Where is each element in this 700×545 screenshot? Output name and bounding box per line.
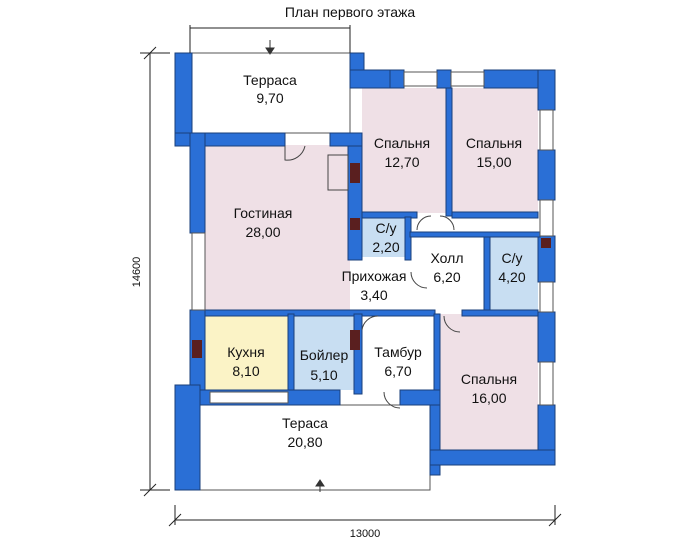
plan-title: План первого этажа [284,4,416,20]
door-arc [410,271,428,289]
window [539,199,554,237]
kitchen-fill [205,314,291,390]
room-area: 28,00 [245,224,280,240]
wall-segment [451,211,539,219]
vent-icon [350,218,360,230]
door-arc [443,315,461,333]
wall-segment [174,52,193,134]
terrace-bottom-fill [189,404,431,491]
terrace-top-fill [189,52,351,134]
boiler-fill [294,314,354,390]
room-name: Тамбур [374,344,422,360]
wall-segment [436,69,452,89]
dimension-lines [140,25,562,527]
room-name: Спальня [466,135,522,151]
width-dimension: 13000 [350,528,381,540]
wall-segment [329,132,363,147]
door-arc [284,145,306,161]
wall-segment [174,384,201,491]
room-area: 9,70 [256,90,283,106]
room-area: 4,20 [498,269,525,285]
room-area: 5,10 [310,367,337,383]
wall-segment [404,216,412,261]
entry-fill [350,260,410,310]
wall-segment [189,132,206,234]
room-area: 6,20 [433,269,460,285]
wall-segment [461,309,539,317]
room-area: 6,70 [384,363,411,379]
door-arc [383,391,401,409]
wall-segment [429,404,441,476]
room-name: Спальня [461,371,517,387]
wall-segment [389,69,405,89]
wall-segment [537,311,556,363]
window [539,281,554,313]
wall-segment [409,231,541,238]
room-name: С/у [502,250,523,266]
door-arc [416,215,432,231]
window [403,71,438,87]
vent-icon [541,238,551,248]
bedroom2-fill [451,88,538,213]
room-area: 8,10 [232,363,259,379]
window [539,109,554,151]
wall-segment [445,87,453,217]
window [539,361,554,406]
wall-segment [483,231,491,311]
vent-icon [192,340,202,358]
wall-segment [361,211,418,219]
room-area: 20,80 [287,434,322,450]
room-name: Спальня [374,135,430,151]
room-name: Холл [431,250,464,266]
room-area: 15,00 [476,154,511,170]
room-labels: Терраса 9,70 Гостиная 28,00 Спальня 12,7… [227,72,526,450]
wall-segment [429,449,556,466]
room-area: 12,70 [384,154,419,170]
bedroom3-fill [437,314,538,450]
door-arc [361,315,379,331]
wall-segment [537,69,556,111]
room-area: 16,00 [471,390,506,406]
wc2-fill [488,236,538,310]
room-name: Кухня [227,344,264,360]
vestibule-fill [362,314,434,390]
wall-segment [537,404,556,451]
window [450,71,485,87]
bedroom1-fill [362,88,447,213]
living-room-fill [205,145,350,310]
hall-fill [411,234,486,310]
wall-segment [399,389,441,406]
room-name: Гостиная [234,205,293,221]
wc1-fill [362,217,407,257]
room-area: 2,20 [372,239,399,255]
window [191,232,206,311]
room-name: Бойлер [300,347,349,363]
walls [174,52,556,491]
wall-segment [537,149,556,201]
room-name: Прихожая [342,268,407,284]
arrows [265,40,325,492]
height-dimension: 14600 [131,257,143,288]
door-arc [439,215,455,231]
vent-markers [192,163,551,358]
room-name: С/у [376,220,397,236]
door-leaf [327,154,349,191]
room-fills [189,52,538,491]
doors [284,145,461,409]
windows [191,71,554,406]
wall-segment [349,69,391,89]
wall-segment [353,313,363,395]
wall-segment [204,309,436,317]
room-name: Терраса [243,72,297,88]
window [209,391,289,404]
wall-segment [287,313,295,395]
vent-icon [350,163,360,183]
vent-icon [350,330,360,350]
room-name: Тераса [282,415,328,431]
room-area: 3,40 [360,287,387,303]
